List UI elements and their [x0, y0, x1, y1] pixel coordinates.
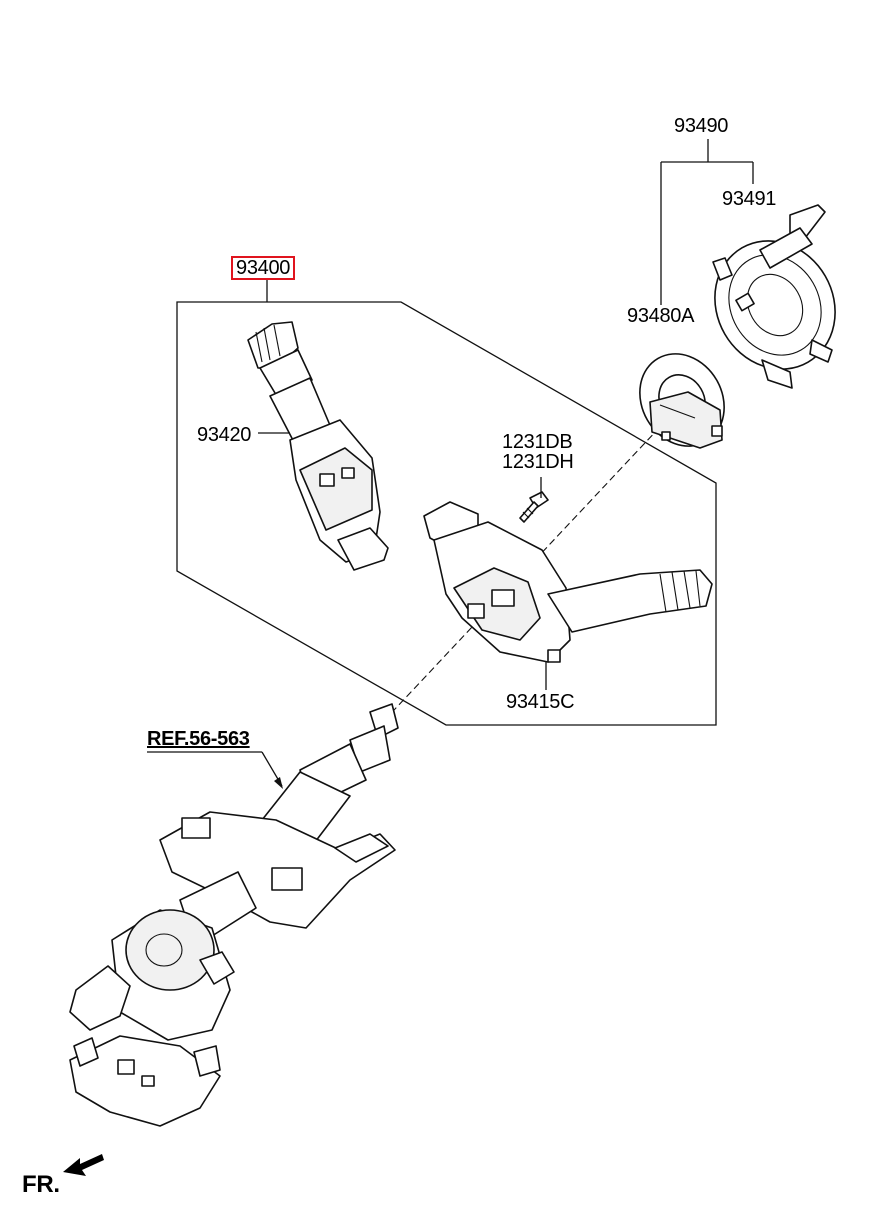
label-93480A: 93480A — [627, 305, 695, 327]
switch-93415C-part — [423, 501, 713, 663]
label-93415C: 93415C — [506, 691, 575, 713]
label-ref: REF.56-563 — [147, 728, 250, 750]
label-1231DH: 1231DH — [502, 451, 574, 473]
steering-column-part — [69, 703, 399, 1127]
label-1231DB: 1231DB — [502, 431, 573, 453]
leader-93490 — [660, 139, 754, 305]
label-93490: 93490 — [674, 115, 729, 137]
screw-part — [519, 491, 549, 523]
label-fr: FR. — [22, 1171, 60, 1198]
ring-part — [639, 353, 725, 449]
label-93491: 93491 — [722, 188, 777, 210]
front-arrow-icon — [63, 1154, 104, 1176]
assembly-outline — [176, 301, 717, 726]
ref-leader — [147, 751, 283, 789]
clock-spring-part — [712, 204, 836, 389]
label-93420: 93420 — [197, 424, 252, 446]
label-93400: 93400 — [231, 256, 296, 280]
switch-93420-part — [247, 321, 389, 571]
